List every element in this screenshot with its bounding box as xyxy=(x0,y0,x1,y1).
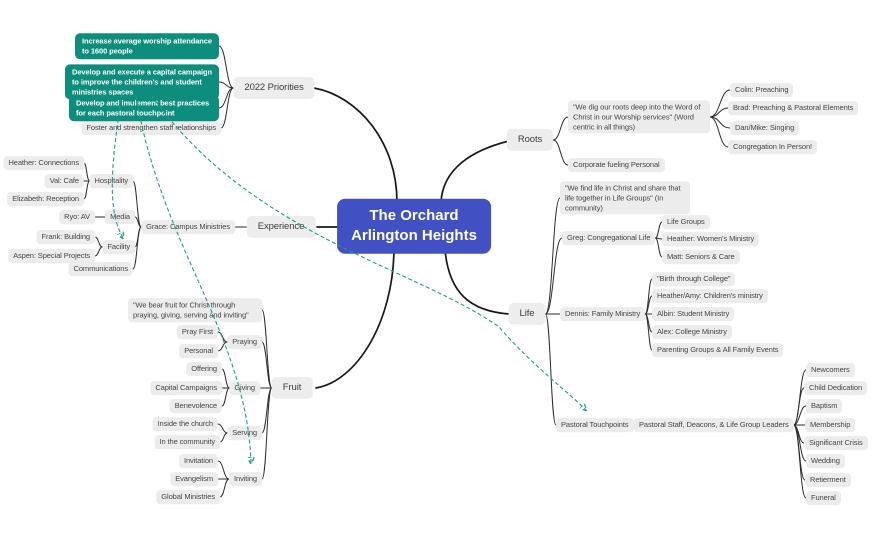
node-colin[interactable]: Colin: Preaching xyxy=(730,83,794,97)
node-p1[interactable]: Increase average worship attendance to 1… xyxy=(75,33,219,59)
node-hospitality[interactable]: Hospitality xyxy=(89,174,133,188)
node-danmike[interactable]: Dan/Mike: Singing xyxy=(730,121,800,135)
node-p3[interactable]: Develop and imulement best practices for… xyxy=(69,95,219,121)
node-be[interactable]: Experience xyxy=(246,215,316,239)
node-invitation[interactable]: Invitation xyxy=(178,454,218,468)
node-albin[interactable]: Albin: Student Ministry xyxy=(652,307,735,321)
node-fq[interactable]: "We bear fruit for Christ through prayin… xyxy=(128,298,262,322)
node-global[interactable]: Global Ministries xyxy=(156,490,220,504)
node-childded[interactable]: Child Dedication xyxy=(804,381,868,395)
node-lq[interactable]: "We find life in Christ and share that l… xyxy=(560,181,690,215)
central-topic-line1: The Orchard xyxy=(369,206,459,224)
node-pray_first[interactable]: Pray First xyxy=(176,325,218,339)
node-wedding[interactable]: Wedding xyxy=(806,454,845,468)
node-offering[interactable]: Offering xyxy=(186,362,222,376)
node-brad[interactable]: Brad: Preaching & Pastoral Elements xyxy=(728,101,859,115)
node-bp[interactable]: 2022 Priorities xyxy=(233,76,315,100)
node-corporate[interactable]: Corporate fueling Personal xyxy=(568,158,665,172)
node-br[interactable]: Roots xyxy=(506,128,554,152)
node-communications[interactable]: Communications xyxy=(68,262,133,276)
node-bf[interactable]: Fruit xyxy=(271,376,313,400)
node-pstaff[interactable]: Pastoral Staff, Deacons, & Life Group Le… xyxy=(634,418,794,432)
node-p2[interactable]: Develop and execute a capital campaign t… xyxy=(65,64,219,100)
node-media[interactable]: Media xyxy=(105,210,135,224)
node-heatherw[interactable]: Heather: Women's Ministry xyxy=(662,232,760,246)
node-aspen[interactable]: Aspen: Special Projects xyxy=(8,249,95,263)
node-alex[interactable]: Alex: College Ministry xyxy=(652,325,732,339)
node-lifegroups[interactable]: Life Groups xyxy=(662,215,710,229)
node-evangelism[interactable]: Evangelism xyxy=(170,472,218,486)
node-grace[interactable]: Grace: Campus Ministries xyxy=(141,220,235,234)
node-rq[interactable]: "We dig our roots deep into the Word of … xyxy=(568,100,710,134)
node-membership[interactable]: Membership xyxy=(805,418,856,432)
node-facility[interactable]: Facility xyxy=(102,240,135,254)
central-topic[interactable]: The Orchard Arlington Heights xyxy=(337,198,491,254)
node-newcomers[interactable]: Newcomers xyxy=(806,363,855,377)
node-heatheramy[interactable]: Heather/Amy: Children's ministry xyxy=(652,289,768,303)
node-frank[interactable]: Frank: Building xyxy=(36,230,95,244)
node-p4[interactable]: Foster and strengthen staff relationship… xyxy=(81,121,221,135)
node-inviting[interactable]: Inviting xyxy=(229,472,262,486)
node-parenting[interactable]: Parenting Groups & All Family Events xyxy=(652,343,784,357)
node-personal[interactable]: Personal xyxy=(179,344,218,358)
node-dennis[interactable]: Dennis: Family Ministry xyxy=(560,307,646,321)
node-crisis[interactable]: Significant Crisis xyxy=(804,436,868,450)
node-bl[interactable]: Life xyxy=(508,302,546,326)
node-inside[interactable]: Inside the church xyxy=(152,417,218,431)
central-topic-line2: Arlington Heights xyxy=(351,227,477,244)
node-matt[interactable]: Matt: Seniors & Care xyxy=(662,250,740,264)
node-serving[interactable]: Serving xyxy=(227,426,262,440)
node-praying[interactable]: Praying xyxy=(227,335,262,349)
node-greg[interactable]: Greg: Congregational Life xyxy=(562,231,656,245)
node-heather_conn[interactable]: Heather: Connections xyxy=(3,156,84,170)
node-giving[interactable]: Giving xyxy=(229,381,260,395)
node-funeral[interactable]: Funeral xyxy=(806,491,841,505)
node-elizabeth[interactable]: Elizabeth: Reception xyxy=(7,192,84,206)
node-benevolence[interactable]: Benevolence xyxy=(169,399,222,413)
node-ptouch[interactable]: Pastoral Touchpoints xyxy=(556,418,634,432)
node-capital[interactable]: Capital Campaigns xyxy=(150,381,222,395)
node-retierment[interactable]: Retierment xyxy=(805,473,851,487)
node-baptism[interactable]: Baptism xyxy=(806,399,843,413)
node-congregation[interactable]: Congregation In Person! xyxy=(728,140,818,154)
node-val[interactable]: Val: Cafe xyxy=(44,174,84,188)
node-ryo[interactable]: Ryo: AV xyxy=(59,210,95,224)
node-community[interactable]: In the community xyxy=(154,435,220,449)
node-birth[interactable]: "Birth through College" xyxy=(652,272,736,286)
